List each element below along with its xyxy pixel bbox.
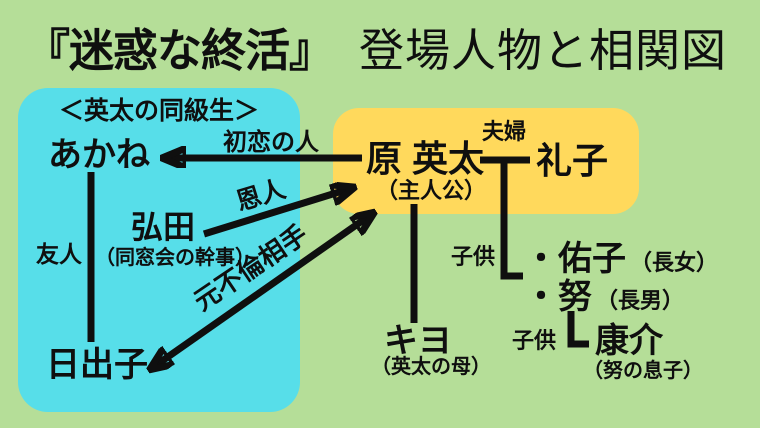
kosuke-note: （努の息子）: [583, 360, 703, 382]
person-yuko: ・佑子（長女）: [524, 240, 718, 278]
tsutomu-note: （長男）: [596, 288, 685, 313]
yuko-note: （長女）: [630, 250, 719, 275]
relation-children-label: 子供: [451, 244, 496, 269]
person-kiyo: キヨ: [384, 322, 452, 360]
relation-first-love-label: 初恋の人: [223, 129, 319, 156]
hirota-note: （同窓会の幹事）: [95, 247, 255, 269]
person-tsutomu: ・努（長男）: [524, 278, 684, 316]
person-hideko: 日出子: [46, 346, 148, 384]
person-hirota: 弘田: [131, 209, 196, 245]
relation-friend-label: 友人: [36, 241, 82, 267]
page-title: 『迷惑な終活』登場人物と相関図: [25, 25, 728, 76]
tsutomu-name: ・努: [524, 278, 592, 316]
person-kosuke: 康介: [595, 322, 663, 360]
relation-couple-label: 夫婦: [482, 119, 527, 144]
title-subtitle: 登場人物と相関図: [359, 25, 728, 76]
person-hara-eita: 原 英太: [366, 138, 485, 179]
person-reiko: 礼子: [536, 140, 609, 181]
eita-note: （主人公）: [376, 178, 487, 203]
person-akane: あかね: [48, 136, 150, 174]
kiyo-note: （英太の母）: [371, 356, 491, 378]
yuko-name: ・佑子: [524, 240, 626, 278]
relation-grandchild-label: 子供: [512, 328, 557, 353]
classmates-header: ＜英太の同級生＞: [58, 97, 259, 125]
title-work: 『迷惑な終活』: [25, 25, 334, 76]
